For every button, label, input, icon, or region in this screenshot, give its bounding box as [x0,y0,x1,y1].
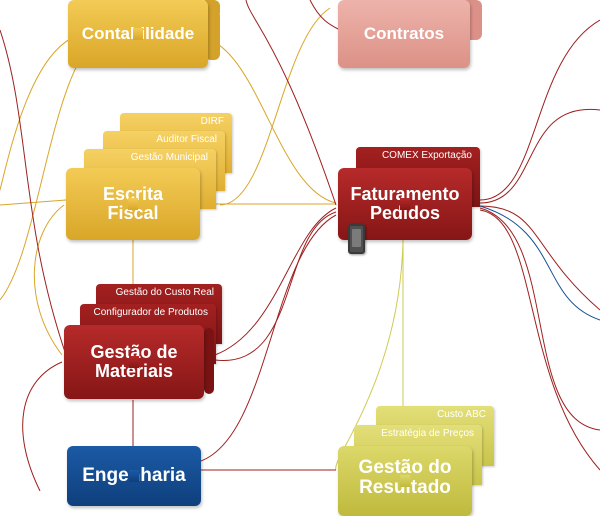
gestao-materiais-label-line2: Materiais [94,361,174,381]
connector-curve [479,108,600,204]
connector-curve [479,19,600,201]
connector-curve [309,0,341,31]
faturamento-label-line2: Pedidos [369,203,440,223]
gestao-resultado-label-line2: Resultado [359,476,451,498]
connector-curve [479,205,600,321]
gestao-materiais-stack-layer [204,328,214,394]
connector-curve [479,207,600,431]
connector-curve [209,39,337,204]
faturamento-label-line1: Faturamento [350,184,460,205]
engenharia-node[interactable]: Engenharia [67,446,201,506]
connector-lines [0,0,600,491]
connector-curve [214,207,337,356]
contabilidade-stack-layer [205,10,220,60]
connector-curve [219,7,331,206]
contratos-node[interactable]: Contratos [338,0,470,68]
connector-curve [22,361,63,491]
connector-curve [197,214,337,463]
connector-curve [479,209,600,471]
gestao-resultado-label-line1: Gestão do [358,457,452,478]
contabilidade-label: Contabilidade [81,24,195,44]
phone-icon [348,224,365,254]
contratos-label: Contratos [363,24,445,44]
connector-curve [0,29,67,356]
connector-curve [0,199,67,206]
engenharia-label: Engenharia [82,465,186,486]
gestao-materiais-label-line1: Gestão de [90,342,178,363]
contabilidade-node[interactable]: Contabilidade [68,0,208,68]
connector-curve [33,204,65,356]
gestao-resultado-node[interactable]: Gestão do Resultado [338,446,472,516]
escrita-fiscal-label-line2: Fiscal [107,203,159,223]
connector-curve [214,211,337,361]
gestao-materiais-node[interactable]: Gestão de Materiais [64,325,204,399]
escrita-fiscal-label-line1: Escrita [102,184,164,205]
escrita-fiscal-node[interactable]: Escrita Fiscal [66,168,200,240]
connector-curve [0,37,73,191]
connector-curve [479,205,600,311]
connector-curve [245,0,337,206]
